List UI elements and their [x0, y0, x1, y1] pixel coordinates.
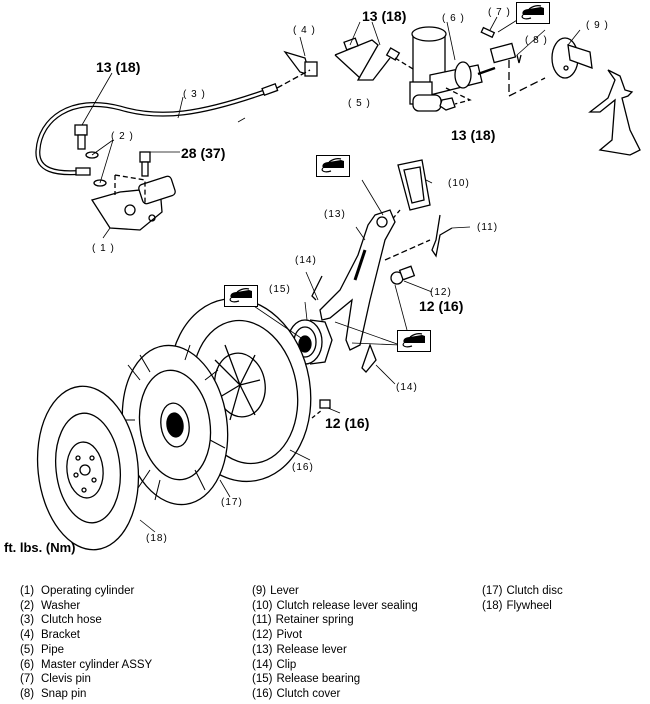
callout-10: (10): [448, 178, 470, 189]
torque-master-cylinder-nut: 13 (18): [451, 127, 496, 143]
callout-9: ( 9 ): [586, 20, 609, 31]
callout-6: ( 6 ): [442, 13, 465, 24]
callout-1: ( 1 ): [92, 243, 115, 254]
legend-item: (3)Clutch hose: [20, 614, 102, 627]
legend-item: (13)Release lever: [252, 643, 347, 656]
exploded-diagram: ( 1 ) ( 2 ) ( 3 ) ( 4 ) ( 5 ) ( 6 ) ( 7 …: [4, 2, 641, 555]
callout-11: (11): [477, 222, 499, 233]
pivot: [390, 265, 416, 285]
callout-14-lower: (14): [396, 382, 418, 393]
torque-pivot: 12 (16): [419, 298, 464, 314]
clutch-disc: [120, 344, 229, 506]
legend-item: (16)Clutch cover: [252, 687, 341, 700]
clip-lower: [361, 343, 377, 373]
lever-sealing: [389, 159, 431, 223]
legend-item: (2)Washer: [20, 599, 81, 612]
release-lever: [319, 209, 396, 351]
callout-13: (13): [324, 209, 346, 220]
hose-bolt: [74, 124, 107, 187]
callout-3: ( 3 ): [183, 89, 206, 100]
legend-item: (17)Clutch disc: [482, 585, 563, 597]
torque-cover-bolt: 12 (16): [325, 415, 370, 431]
callout-4: ( 4 ): [293, 25, 316, 36]
clutch-hose: [35, 83, 279, 176]
grease-application-icon: [516, 2, 550, 24]
legend-item: (5)Pipe: [20, 643, 65, 656]
callout-12: (12): [430, 287, 452, 298]
grease-application-icon: [224, 285, 258, 307]
legend-column-2: (9)Lever (10)Clutch release lever sealin…: [252, 584, 418, 702]
operating-cylinder: [90, 151, 176, 231]
grease-hand-glyph: [229, 288, 252, 303]
grease-application-icon: [397, 330, 431, 352]
callout-8: ( 8 ): [525, 35, 548, 46]
grease-hand-glyph: [521, 5, 544, 20]
diagram-drawing: [35, 11, 641, 551]
legend-item: (15)Release bearing: [252, 673, 361, 686]
legend-item: (11)Retainer spring: [252, 614, 354, 627]
units-label: ft. lbs. (Nm): [4, 540, 76, 555]
callout-14-upper: (14): [295, 255, 317, 266]
pedal-lever: [551, 37, 641, 156]
clip-upper: [311, 275, 323, 301]
legend-column-3: (17)Clutch disc (18)Flywheel: [482, 584, 563, 613]
bracket: [276, 50, 318, 89]
legend-item: (1)Operating cylinder: [20, 585, 135, 597]
legend-item: (9)Lever: [252, 585, 299, 597]
retainer-spring: [384, 214, 453, 261]
grease-hand-glyph: [402, 333, 425, 348]
legend-column-1: (1)Operating cylinder (2)Washer (3)Clutc…: [20, 584, 152, 702]
pipe: [334, 37, 419, 81]
callout-5: ( 5 ): [348, 98, 371, 109]
legend-item: (4)Bracket: [20, 629, 80, 642]
torque-pipe-nut: 13 (18): [362, 8, 407, 24]
flywheel: [36, 385, 140, 551]
clevis-pin: [480, 26, 546, 98]
callout-17: (17): [221, 497, 243, 508]
callout-18: (18): [146, 533, 168, 544]
grease-application-icon: [316, 155, 350, 177]
legend-item: (12)Pivot: [252, 629, 303, 642]
legend-item: (7)Clevis pin: [20, 673, 91, 686]
master-cylinder: [409, 26, 517, 112]
legend-item: (8)Snap pin: [20, 687, 87, 700]
callout-16: (16): [292, 462, 314, 473]
legend-item: (6)Master cylinder ASSY: [20, 658, 153, 671]
callout-15: (15): [269, 284, 291, 295]
legend-item: (18)Flywheel: [482, 599, 552, 612]
legend-item: (14)Clip: [252, 658, 297, 671]
torque-hose-bolt: 13 (18): [96, 59, 141, 75]
grease-hand-glyph: [321, 158, 344, 173]
callout-7: ( 7 ): [488, 7, 511, 18]
callout-2: ( 2 ): [111, 131, 134, 142]
legend-item: (10)Clutch release lever sealing: [252, 599, 418, 612]
torque-operating-cylinder: 28 (37): [181, 145, 226, 161]
